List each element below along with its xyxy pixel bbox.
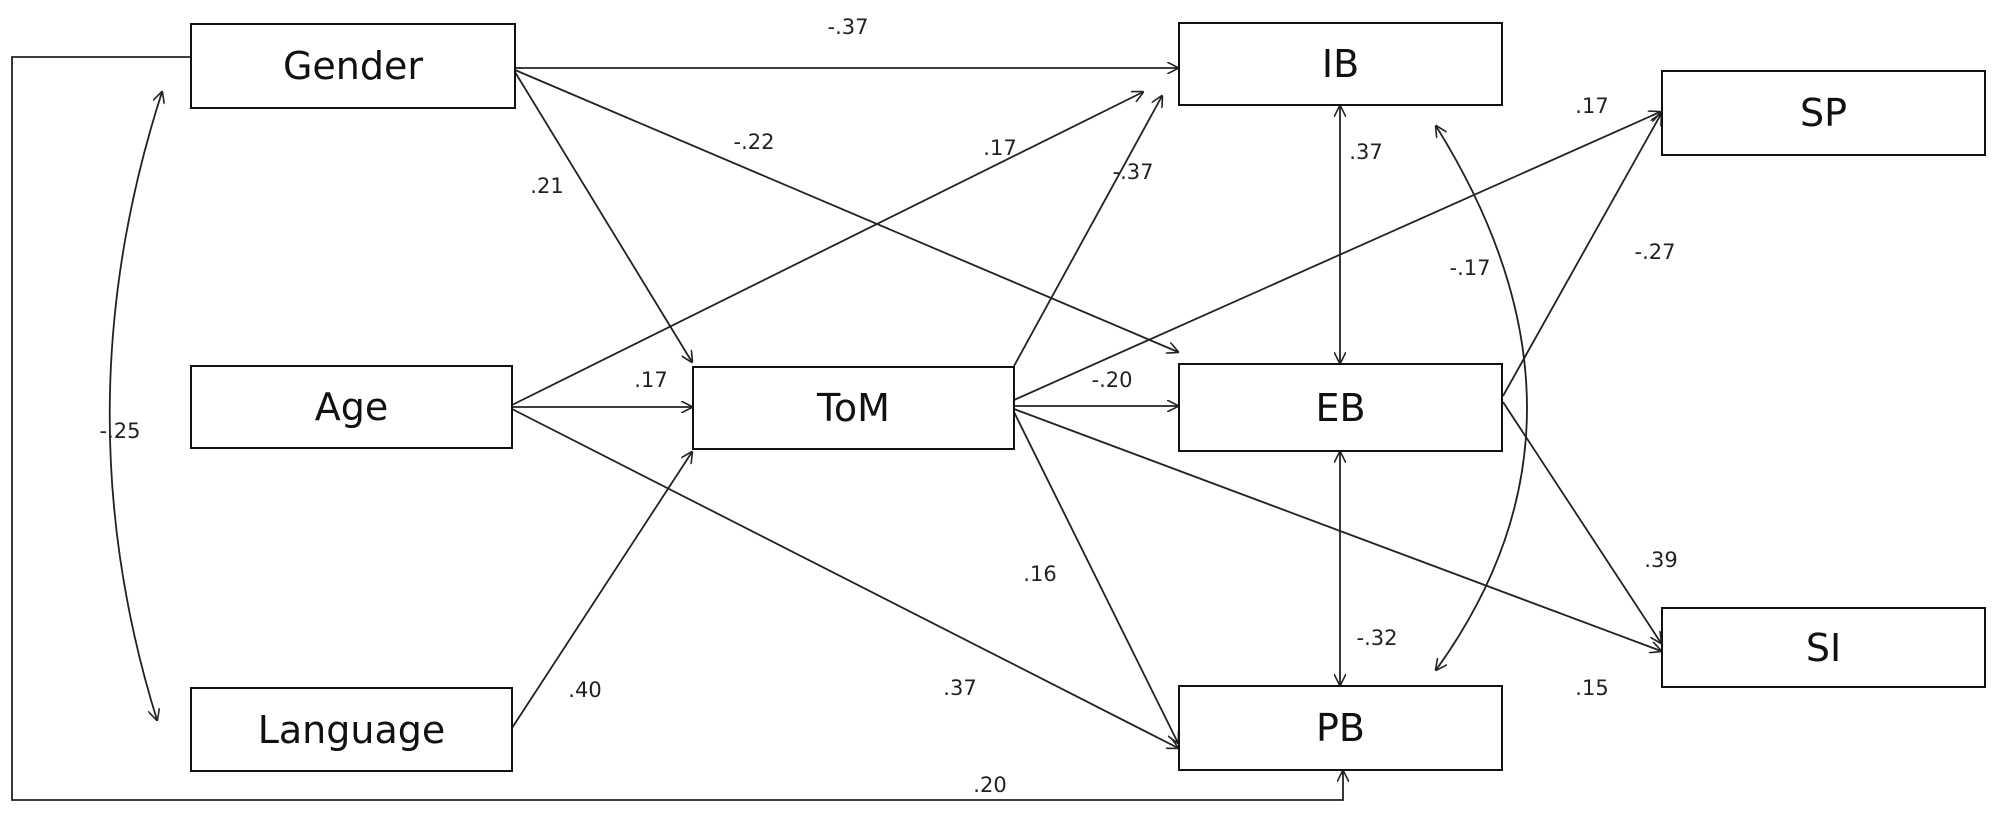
- node-ib: IB: [1178, 22, 1503, 106]
- corr-ib-pb: [1436, 126, 1528, 670]
- coef-age-ib: .17: [983, 136, 1017, 160]
- path-tom-ib: [1013, 96, 1162, 367]
- path-tom-sp: [1013, 112, 1660, 401]
- node-eb: EB: [1178, 363, 1503, 452]
- coef-eb-sp: -.27: [1634, 240, 1676, 264]
- corr-label-eb-pb: -.32: [1356, 626, 1398, 650]
- coef-tom-ib: -.37: [1112, 160, 1154, 184]
- coef-gender-eb: -.22: [733, 130, 775, 154]
- coef-tom-si: .15: [1575, 676, 1609, 700]
- corr-label-gender-language: -.25: [99, 419, 141, 443]
- node-pb: PB: [1178, 685, 1503, 771]
- path-eb-si: [1502, 401, 1661, 643]
- corr-label-ib-eb: .37: [1349, 140, 1383, 164]
- node-si: SI: [1661, 607, 1986, 688]
- path-gender-tom: [514, 71, 692, 362]
- path-language-tom: [511, 452, 692, 729]
- coef-gender-tom: .21: [530, 174, 564, 198]
- node-tom: ToM: [692, 366, 1015, 450]
- corr-gender-language: [108, 92, 162, 720]
- coef-eb-si: .39: [1644, 548, 1678, 572]
- coef-gender-pb: .20: [973, 773, 1007, 797]
- coef-age-tom: .17: [634, 368, 668, 392]
- coef-tom-sp: .17: [1575, 94, 1609, 118]
- node-age: Age: [190, 365, 513, 449]
- corr-label-ib-pb: -.17: [1449, 256, 1491, 280]
- node-language: Language: [190, 687, 513, 772]
- coef-gender-ib: -.37: [827, 15, 869, 39]
- node-gender: Gender: [190, 23, 516, 109]
- coef-tom-eb: -.20: [1091, 368, 1133, 392]
- path-tom-pb: [1013, 411, 1178, 743]
- path-gender-eb: [514, 69, 1178, 352]
- coef-tom-pb: .16: [1023, 562, 1057, 586]
- coef-language-tom: .40: [568, 678, 602, 702]
- path-gender-pb: [11, 56, 1343, 801]
- coef-age-pb: .37: [943, 676, 977, 700]
- node-sp: SP: [1661, 70, 1986, 156]
- path-age-pb: [511, 408, 1178, 748]
- path-age-ib: [511, 92, 1143, 406]
- path-eb-sp: [1502, 114, 1661, 397]
